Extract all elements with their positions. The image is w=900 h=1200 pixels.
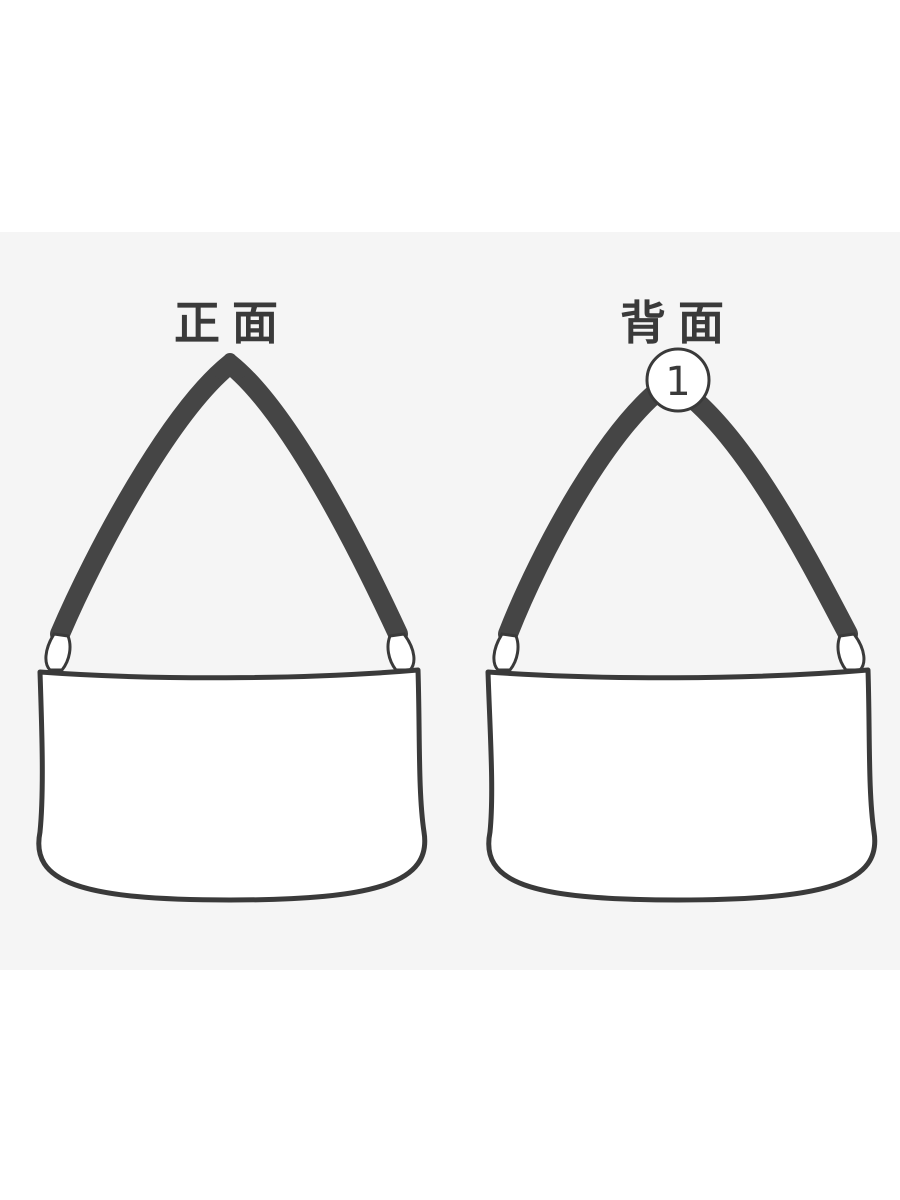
back-left-strap-ring bbox=[492, 632, 520, 672]
front-bag-illustration bbox=[36, 353, 428, 903]
front-view: 正面 bbox=[0, 232, 450, 970]
back-right-strap-ring bbox=[836, 632, 866, 672]
back-view: 背面 1 bbox=[450, 232, 900, 970]
back-view-label: 背面 bbox=[620, 296, 736, 350]
front-view-label: 正面 bbox=[174, 296, 290, 350]
back-bag-body bbox=[485, 667, 878, 903]
strap-marker-number: 1 bbox=[665, 359, 690, 405]
back-bag-illustration: 1 bbox=[485, 347, 878, 903]
front-bag-body bbox=[36, 667, 428, 903]
strap-marker-1: 1 bbox=[645, 347, 711, 413]
diagram-panel: 正面 背面 bbox=[0, 232, 900, 970]
front-left-strap-ring bbox=[44, 632, 72, 672]
front-bag-strap bbox=[50, 354, 408, 644]
front-right-strap-ring bbox=[386, 632, 416, 672]
back-bag-strap bbox=[498, 372, 858, 644]
front-strap-peak bbox=[212, 353, 248, 382]
